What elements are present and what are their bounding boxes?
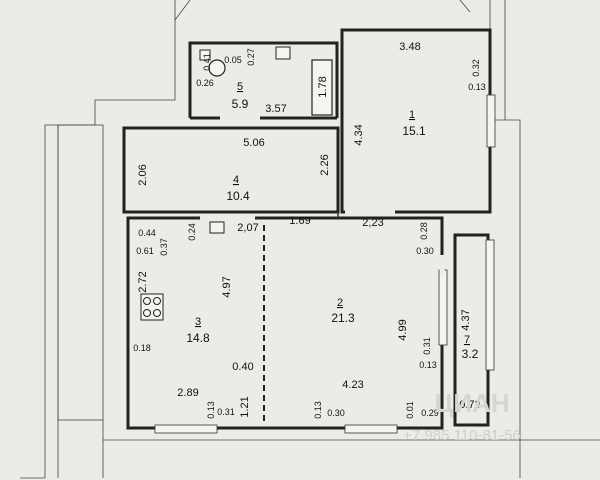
- dim-label: 0.61: [136, 246, 154, 256]
- dim-label: 0.40: [232, 361, 253, 373]
- dim-label: 1.21: [239, 396, 251, 417]
- dim-label: 0.26: [196, 78, 214, 88]
- watermark-number: +7 985 110-81-56: [403, 427, 521, 444]
- toilet-icon: [208, 59, 226, 77]
- room-area-3: 14.8: [186, 331, 210, 345]
- window-r2: [344, 424, 398, 434]
- dim-label: 0.13: [206, 401, 216, 419]
- dim-label: 4.37: [460, 309, 472, 330]
- dim-label: 0.37: [159, 238, 169, 256]
- window-r3: [154, 424, 218, 434]
- window-r2-right: [438, 269, 448, 346]
- dim-label: 0.30: [416, 246, 434, 256]
- dim-label: 4.99: [397, 319, 409, 340]
- dim-label: 1.78: [317, 76, 329, 97]
- room-area-5: 5.9: [232, 97, 249, 111]
- dim-label: 0.32: [471, 59, 481, 77]
- watermark: ЦИАН +7 985 110-81-56: [403, 388, 521, 444]
- dim-label: 0.27: [246, 48, 256, 66]
- room-area-2: 21.3: [331, 311, 355, 325]
- walls: [122, 28, 492, 430]
- dim-label: 1.69: [289, 215, 310, 227]
- room-number-7: 7: [464, 334, 470, 346]
- dim-label: 0.13: [419, 360, 437, 370]
- dim-label: 0.28: [419, 222, 429, 240]
- dim-label: 2.26: [319, 154, 331, 175]
- dim-label: 0.18: [133, 343, 151, 353]
- room-number-4: 4: [233, 174, 239, 186]
- dim-label: 2,23: [362, 217, 383, 229]
- dim-label: 4.97: [221, 276, 233, 297]
- room-number-1: 1: [409, 109, 415, 121]
- dim-label: 0.29: [421, 408, 439, 418]
- dim-label: 0.05: [224, 55, 242, 65]
- dim-label: 5.06: [243, 137, 264, 149]
- vent-icon: [275, 46, 291, 60]
- sink-icon: [199, 49, 211, 61]
- dim-label: 0.30: [327, 408, 345, 418]
- dim-label: 0.73: [459, 399, 480, 411]
- kitchen-sink-icon: [209, 221, 225, 234]
- room-area-1: 15.1: [402, 124, 426, 138]
- room-area-7: 3.2: [462, 347, 479, 361]
- room-area-4: 10.4: [226, 189, 250, 203]
- room-labels: 1 15.1 2 21.3 3 14.8 4 10.4 5 5.9 7 3.2: [186, 81, 478, 361]
- bathtub-icon: [311, 59, 333, 116]
- watermark-brand: ЦИАН: [434, 388, 509, 418]
- dim-label: 3.57: [265, 103, 286, 115]
- dim-label: 0.13: [313, 401, 323, 419]
- dim-label: 0.44: [138, 228, 156, 238]
- dimension-labels: 3.48 4.34 0.32 0.13 0.41 0.05 0.27 0.26 …: [133, 41, 486, 419]
- dim-label: 2,07: [237, 222, 258, 234]
- dim-label: 4.34: [353, 124, 365, 145]
- fixtures: [140, 46, 333, 321]
- outer-frame: [20, 0, 600, 479]
- dim-label: 0.13: [468, 82, 486, 92]
- dim-label: 4.23: [342, 379, 363, 391]
- room-number-3: 3: [195, 316, 201, 328]
- dim-label: 0.01: [405, 401, 415, 419]
- room-number-2: 2: [337, 297, 343, 309]
- dim-label: 3.48: [399, 41, 420, 53]
- dim-label: 0.41: [202, 53, 212, 71]
- dim-label: 0.24: [187, 223, 197, 241]
- window-r1: [486, 94, 496, 148]
- dim-label: 0.31: [422, 337, 432, 355]
- windows: [154, 94, 496, 434]
- window-r7: [485, 239, 495, 371]
- dim-label: 2.72: [137, 271, 149, 292]
- dim-label: 2.89: [177, 387, 198, 399]
- stove-icon: [140, 293, 164, 321]
- doors: [200, 115, 445, 425]
- dim-label: 2.06: [137, 164, 149, 185]
- dim-label: 0.31: [217, 407, 235, 417]
- room-number-5: 5: [237, 81, 243, 93]
